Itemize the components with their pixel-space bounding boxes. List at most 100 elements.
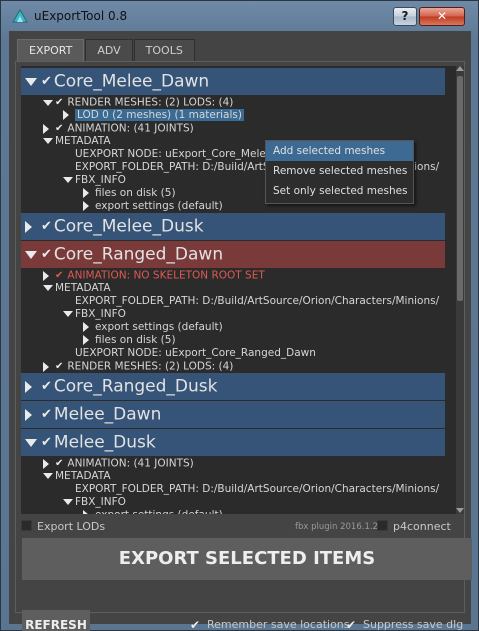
tab-tools[interactable]: TOOLS (133, 39, 195, 61)
tree-item-row[interactable]: LOD 0 (2 meshes) (1 materials) (21, 109, 445, 122)
export-lods-checkbox[interactable] (21, 520, 32, 531)
tree-scrollbar[interactable] (456, 66, 464, 514)
tree-item-row[interactable]: FBX_INFO (21, 308, 445, 321)
suppress-dlg-option[interactable]: ✔ Suppress save dlg (346, 618, 463, 631)
collapsed-arrow-icon[interactable] (43, 270, 49, 281)
collapsed-arrow-icon[interactable] (25, 408, 32, 421)
expanded-arrow-icon[interactable] (63, 499, 73, 505)
tab-bar: EXPORT ADV TOOLS (17, 39, 196, 61)
tree-group-label: Core_Melee_Dusk (53, 216, 204, 237)
checkmark-icon[interactable]: ✔ (41, 74, 52, 89)
export-tree[interactable]: ✔Core_Melee_Dawn✔RENDER MESHES: (2) LODS… (21, 66, 460, 514)
checkmark-icon[interactable]: ✔ (41, 219, 52, 234)
tree-item-row[interactable]: export settings (default) (21, 509, 445, 514)
collapsed-arrow-icon[interactable] (25, 220, 32, 233)
expanded-arrow-icon[interactable] (63, 311, 73, 317)
tree-item-row[interactable]: METADATA (21, 135, 445, 148)
tree-item-label: METADATA (55, 135, 111, 147)
tree-group-row[interactable]: ✔Core_Melee_Dawn (21, 68, 445, 95)
tree-group-row[interactable]: ✔Core_Ranged_Dawn (21, 241, 445, 268)
tree-item-row[interactable]: FBX_INFO (21, 496, 445, 509)
expanded-arrow-icon[interactable] (25, 250, 37, 259)
title-bar[interactable]: uExportTool 0.8 ? ✕ (1, 1, 478, 31)
client-area: EXPORT ADV TOOLS ✔Core_Melee_Dawn✔RENDER… (9, 31, 472, 631)
menu-remove-selected-meshes[interactable]: Remove selected meshes (273, 165, 408, 177)
tree-item-row[interactable]: files on disk (5) (21, 187, 445, 200)
expanded-arrow-icon[interactable] (25, 77, 37, 86)
expanded-arrow-icon[interactable] (43, 285, 53, 291)
checkmark-icon[interactable]: ✔ (55, 270, 64, 281)
expanded-arrow-icon[interactable] (43, 138, 53, 144)
tree-item-row[interactable]: ✔ANIMATION: NO SKELETON ROOT SET (21, 269, 445, 282)
tree-item-row[interactable]: EXPORT_FOLDER_PATH: D:/Build/ArtSource/O… (21, 483, 445, 496)
checkmark-icon[interactable]: ✔ (55, 458, 64, 469)
tree-item-label: EXPORT_FOLDER_PATH: D:/Build/ArtSource/O… (75, 483, 440, 495)
tree-item-row[interactable]: export settings (default) (21, 200, 445, 213)
p4connect-option[interactable]: p4connect (377, 520, 451, 533)
tree-group-row[interactable]: ✔Core_Melee_Dusk (21, 213, 445, 240)
remember-save-option[interactable]: ✔Remember save locations (190, 618, 350, 631)
suppress-dlg-label: Suppress save dlg (363, 618, 464, 631)
collapsed-arrow-icon[interactable] (63, 110, 69, 120)
remember-save-checkbox[interactable]: ✔ (190, 618, 201, 631)
menu-add-selected-meshes[interactable]: Add selected meshes (266, 141, 413, 161)
tree-group-row[interactable]: ✔Melee_Dusk (21, 429, 445, 456)
tree-item-label: FBX_INFO (75, 174, 126, 186)
tree-item-label: UEXPORT NODE: uExport_Core_Ranged_Dawn (75, 347, 316, 359)
tree-item-label: files on disk (5) (95, 334, 176, 346)
collapsed-arrow-icon[interactable] (25, 380, 32, 393)
export-tab-panel: ✔Core_Melee_Dawn✔RENDER MESHES: (2) LODS… (15, 61, 472, 631)
tree-item-label: METADATA (55, 470, 111, 482)
expanded-arrow-icon[interactable] (43, 99, 53, 106)
expanded-arrow-icon[interactable] (43, 473, 53, 479)
tree-item-row[interactable]: UEXPORT NODE: uExport_Core_Melee_Dawn (21, 148, 445, 161)
tree-item-row[interactable]: export settings (default) (21, 321, 445, 334)
tree-item-row[interactable]: METADATA (21, 470, 445, 483)
tree-item-row[interactable]: ✔RENDER MESHES: (2) LODS: (4) (21, 96, 445, 109)
scroll-down-icon[interactable] (456, 508, 464, 513)
collapsed-arrow-icon[interactable] (83, 188, 89, 198)
tree-item-row[interactable]: UEXPORT NODE: uExport_Core_Ranged_Dawn (21, 347, 445, 360)
scroll-up-icon[interactable] (456, 66, 464, 71)
checkmark-icon[interactable]: ✔ (55, 97, 64, 108)
export-lods-option[interactable]: Export LODs (21, 520, 105, 533)
checkmark-icon[interactable]: ✔ (41, 247, 52, 262)
checkmark-icon[interactable]: ✔ (55, 361, 64, 372)
window-title: uExportTool 0.8 (34, 9, 128, 23)
checkmark-icon[interactable]: ✔ (55, 123, 64, 134)
collapsed-arrow-icon[interactable] (83, 335, 89, 345)
collapsed-arrow-icon[interactable] (83, 510, 89, 514)
checkmark-icon[interactable]: ✔ (41, 379, 52, 394)
expanded-arrow-icon[interactable] (25, 438, 37, 447)
tree-item-row[interactable]: METADATA (21, 282, 445, 295)
help-button[interactable]: ? (393, 7, 417, 26)
tree-item-row[interactable]: files on disk (5) (21, 334, 445, 347)
collapsed-arrow-icon[interactable] (43, 123, 49, 134)
scroll-thumb[interactable] (457, 76, 463, 301)
checkmark-icon[interactable]: ✔ (41, 435, 52, 450)
tree-item-row[interactable]: ✔ANIMATION: (41 JOINTS) (21, 457, 445, 470)
refresh-button[interactable]: REFRESH (22, 610, 90, 631)
export-selected-items-button[interactable]: EXPORT SELECTED ITEMS (22, 538, 472, 580)
collapsed-arrow-icon[interactable] (83, 322, 89, 332)
tab-export[interactable]: EXPORT (17, 39, 85, 61)
checkmark-icon[interactable]: ✔ (41, 407, 52, 422)
tree-item-row[interactable]: ✔ANIMATION: (41 JOINTS) (21, 122, 445, 135)
tree-item-label: export settings (default) (95, 321, 223, 333)
plugin-version: fbx plugin 2016.1.2 (295, 522, 378, 532)
suppress-dlg-checkbox[interactable]: ✔ (346, 618, 357, 631)
menu-set-only-selected-meshes[interactable]: Set only selected meshes (273, 185, 408, 197)
collapsed-arrow-icon[interactable] (43, 458, 49, 469)
collapsed-arrow-icon[interactable] (43, 361, 49, 372)
tree-group-row[interactable]: ✔Melee_Dawn (21, 401, 445, 428)
tab-adv[interactable]: ADV (85, 39, 133, 61)
tree-item-row[interactable]: ✔RENDER MESHES: (2) LODS: (4) (21, 360, 445, 373)
tree-group-row[interactable]: ✔Core_Ranged_Dusk (21, 373, 445, 400)
close-button[interactable]: ✕ (419, 7, 465, 26)
tree-item-label: files on disk (5) (95, 187, 176, 199)
tree-item-row[interactable]: EXPORT_FOLDER_PATH: D:/Build/ArtSource/O… (21, 295, 445, 308)
expanded-arrow-icon[interactable] (63, 177, 73, 183)
tree-item-row[interactable]: FBX_INFO (21, 174, 445, 187)
collapsed-arrow-icon[interactable] (83, 201, 89, 211)
p4connect-checkbox[interactable] (377, 520, 388, 531)
